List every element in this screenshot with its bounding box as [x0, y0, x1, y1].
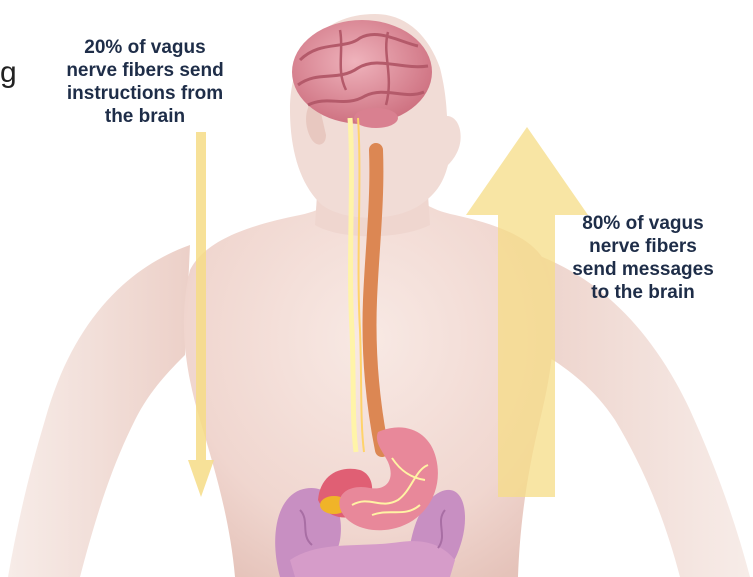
- left-arm: [8, 245, 190, 577]
- label-line: 80% of vagus: [582, 213, 703, 234]
- label-line: nerve fibers: [589, 236, 697, 257]
- label-line: send messages: [572, 259, 714, 280]
- label-line: the brain: [105, 106, 185, 127]
- cropped-text-fragment: g: [0, 56, 22, 90]
- label-body-to-brain: 80% of vagus nerve fibers send messages …: [548, 212, 738, 304]
- label-brain-to-body: 20% of vagus nerve fibers send instructi…: [34, 36, 256, 128]
- label-line: instructions from: [67, 83, 223, 104]
- label-line: nerve fibers send: [66, 60, 223, 81]
- label-line: 20% of vagus: [84, 37, 205, 58]
- label-line: to the brain: [591, 282, 694, 303]
